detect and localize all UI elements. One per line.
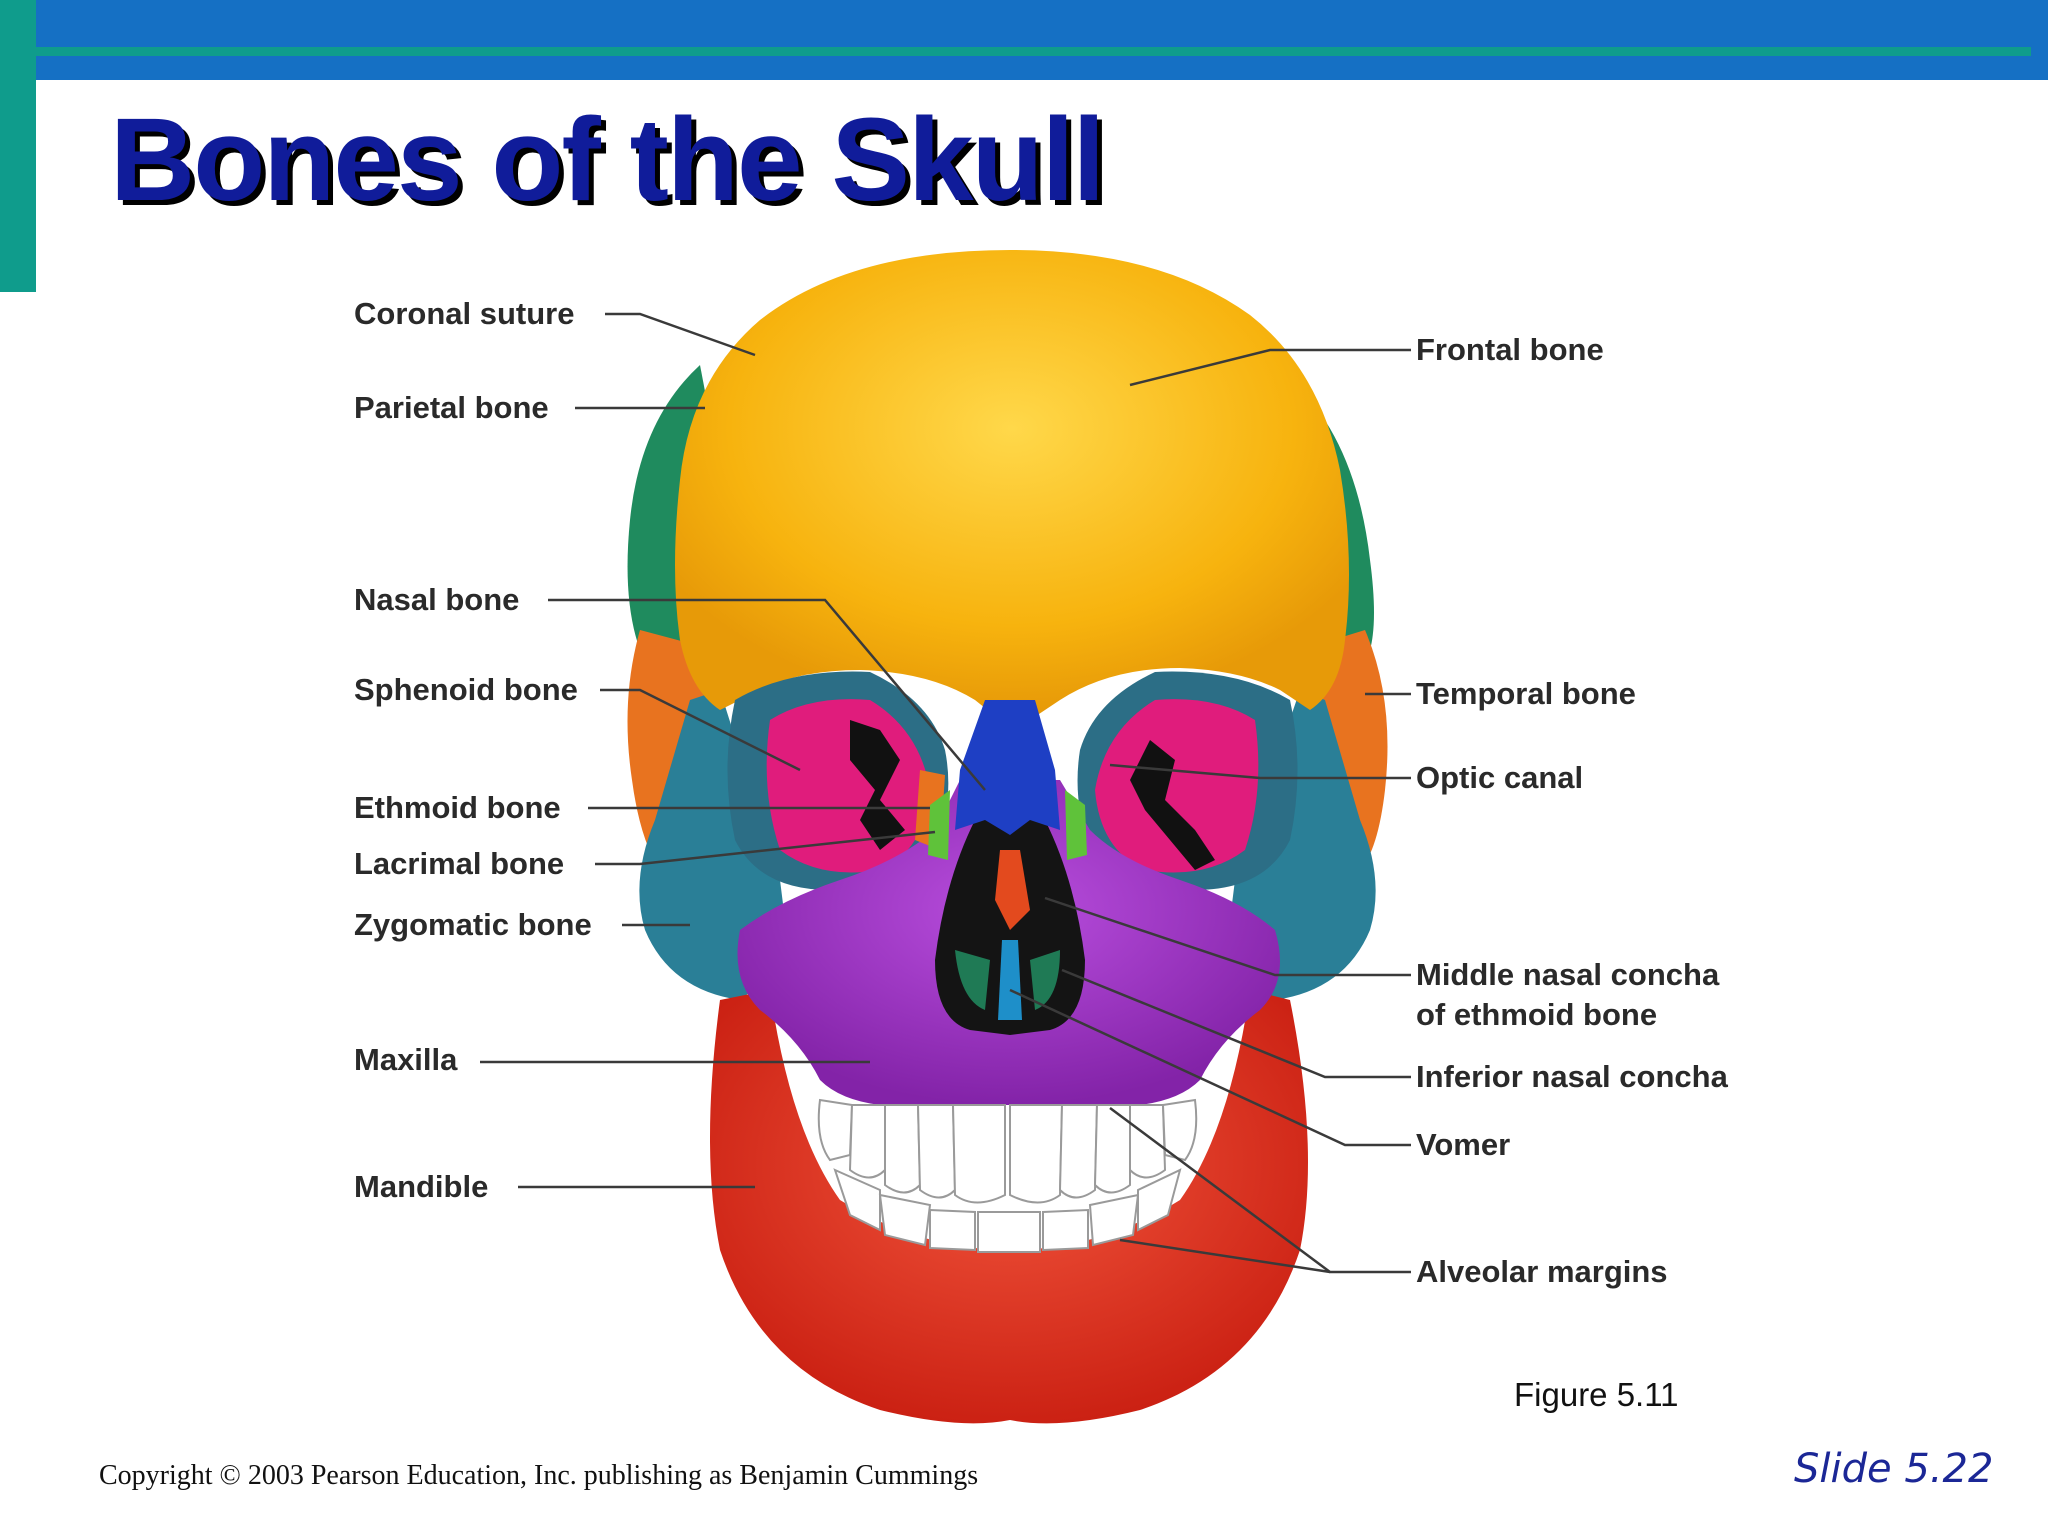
teeth bbox=[817, 1098, 1198, 1253]
header-bar bbox=[0, 0, 2048, 80]
label-nasal-bone: Nasal bone bbox=[354, 582, 519, 617]
leader-vomer bbox=[1009, 988, 1411, 1147]
middle-nasal-concha bbox=[995, 850, 1030, 930]
inferior-nasal-concha bbox=[955, 950, 1060, 1010]
figure-caption: Figure 5.11 bbox=[1514, 1376, 1679, 1413]
left-accent-tab bbox=[0, 0, 36, 292]
label-optic-canal: Optic canal bbox=[1416, 760, 1583, 795]
label-of-ethmoid-bone: of ethmoid bone bbox=[1416, 997, 1657, 1032]
label-frontal-bone: Frontal bone bbox=[1416, 332, 1604, 367]
label-temporal-bone: Temporal bone bbox=[1416, 676, 1636, 711]
label-lacrimal-bone: Lacrimal bone bbox=[354, 846, 564, 881]
label-mandible: Mandible bbox=[354, 1169, 488, 1204]
label-sphenoid-bone: Sphenoid bone bbox=[354, 672, 578, 707]
leader-nasal-bone bbox=[548, 598, 986, 791]
leader-coronal-suture bbox=[605, 312, 756, 357]
nasal-bone bbox=[955, 700, 1060, 835]
label-parietal-bone: Parietal bone bbox=[354, 390, 549, 425]
leader-frontal-bone bbox=[1129, 348, 1411, 387]
frontal-bone bbox=[675, 250, 1349, 720]
slide-title: Bones of the Skull bbox=[110, 94, 1105, 226]
label-middle-nasal-concha: Middle nasal concha bbox=[1416, 957, 1720, 992]
lacrimal-bone bbox=[928, 790, 950, 860]
orbit-fissure-left bbox=[850, 720, 905, 850]
leader-lines bbox=[480, 312, 1411, 1274]
orbit-fissure-right bbox=[1130, 740, 1215, 870]
label-ethmoid-bone: Ethmoid bone bbox=[354, 790, 561, 825]
leader-middle-nasal-concha bbox=[1044, 896, 1411, 977]
leader-lacrimal-bone bbox=[595, 830, 936, 866]
leader-optic-canal bbox=[1109, 763, 1411, 780]
label-inferior-nasal-concha: Inferior nasal concha bbox=[1416, 1059, 1729, 1094]
label-vomer: Vomer bbox=[1416, 1127, 1510, 1162]
label-maxilla: Maxilla bbox=[354, 1042, 458, 1077]
sphenoid-bone-right bbox=[1095, 699, 1259, 873]
leader-sphenoid-bone bbox=[600, 688, 801, 772]
label-alveolar-margins: Alveolar margins bbox=[1416, 1254, 1668, 1289]
copyright-notice: Copyright © 2003 Pearson Education, Inc.… bbox=[99, 1460, 979, 1491]
mandible bbox=[710, 990, 1308, 1424]
vomer bbox=[998, 940, 1022, 1020]
leader-alveolar-margins-lower bbox=[1119, 1238, 1331, 1274]
slide-number: Slide 5.22 bbox=[1794, 1446, 1994, 1492]
lacrimal-bone-right bbox=[1065, 790, 1087, 860]
label-zygomatic-bone: Zygomatic bone bbox=[354, 907, 592, 942]
label-coronal-suture: Coronal suture bbox=[354, 296, 574, 331]
leader-inferior-nasal-concha bbox=[1061, 968, 1411, 1079]
header-stripe bbox=[36, 47, 2031, 56]
